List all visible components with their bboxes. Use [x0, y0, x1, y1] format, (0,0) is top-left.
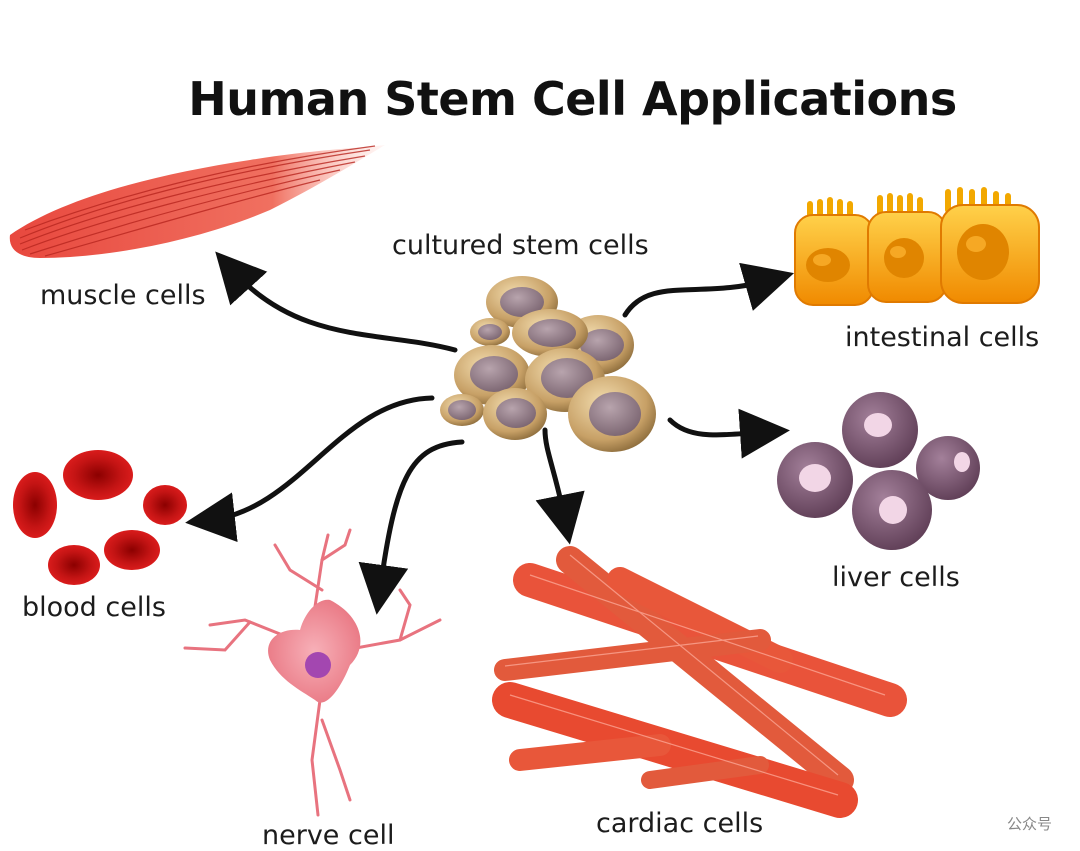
arrows: [185, 251, 795, 615]
arrow-to-blood: [185, 395, 435, 543]
blood-cells-image: [13, 450, 187, 585]
diagram-title: Human Stem Cell Applications: [188, 72, 957, 126]
arrow-to-intestinal: [622, 262, 795, 318]
intestinal-cells-image: [794, 187, 1040, 306]
muscle-cells-image: [9, 145, 385, 258]
label-cultured-stem-cells: cultured stem cells: [392, 230, 649, 261]
label-blood-cells: blood cells: [22, 592, 166, 623]
label-muscle-cells: muscle cells: [40, 280, 206, 311]
label-nerve-cell: nerve cell: [262, 820, 395, 851]
label-liver-cells: liver cells: [832, 562, 960, 593]
arrow-to-liver: [667, 408, 790, 459]
arrow-to-nerve: [358, 439, 465, 615]
arrow-to-cardiac: [535, 427, 585, 545]
label-intestinal-cells: intestinal cells: [845, 322, 1040, 353]
nerve-cell-image: [183, 528, 442, 817]
liver-cells-image: [777, 392, 980, 550]
watermark: 公众号: [1006, 815, 1052, 833]
stem-cells-image: [440, 276, 656, 452]
arrow-to-muscle: [215, 251, 458, 353]
label-cardiac-cells: cardiac cells: [596, 808, 764, 839]
cardiac-cells-image: [492, 546, 907, 818]
